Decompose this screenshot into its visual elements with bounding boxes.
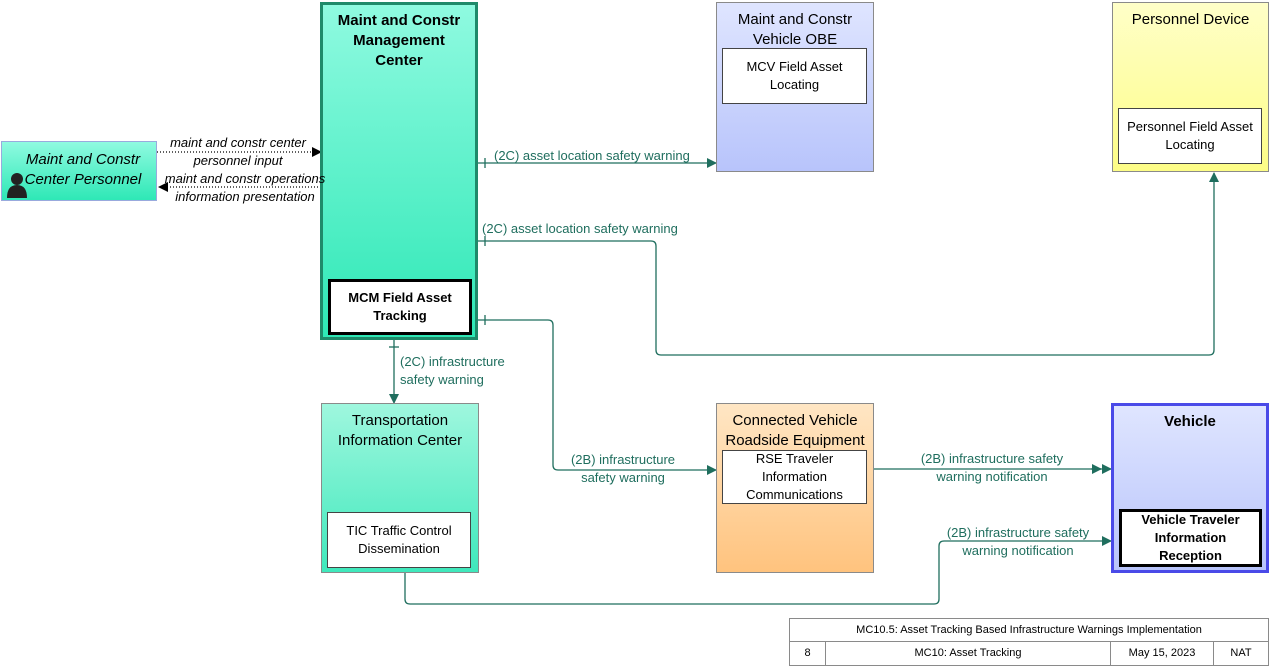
tic-title: Transportation Information Center	[337, 412, 463, 449]
tic-inner-box[interactable]: TIC Traffic Control Dissemination	[327, 512, 471, 568]
mcm-inner-box[interactable]: MCM Field Asset Tracking	[328, 279, 472, 335]
personnel-device-title: Personnel Device	[1131, 11, 1250, 28]
mcv-inner-box[interactable]: MCV Field Asset Locating	[722, 48, 867, 104]
flow-mcm-to-pd	[478, 172, 1219, 356]
vehicle-inner-box[interactable]: Vehicle Traveler Information Reception	[1119, 509, 1262, 567]
mcm-title: Maint and Constr Management Center	[337, 12, 461, 69]
footer-page: 8	[789, 641, 826, 666]
mcv-title: Maint and Constr Vehicle OBE	[737, 11, 853, 48]
rse-node[interactable]: Connected Vehicle Roadside Equipment RSE…	[716, 403, 874, 573]
flow-label-tic-warning: (2C) infrastructure safety warning	[400, 354, 505, 387]
flow-label-mcv-warning: (2C) asset location safety warning	[494, 148, 690, 163]
flow-label-personnel-input: maint and constr center personnel input	[170, 135, 306, 168]
flow-label-pd-warning: (2C) asset location safety warning	[482, 221, 678, 236]
footer-title: MC10.5: Asset Tracking Based Infrastruct…	[789, 618, 1269, 642]
vehicle-title: Vehicle	[1164, 413, 1216, 430]
center-personnel-node[interactable]: Maint and Constr Center Personnel	[1, 141, 157, 201]
center-personnel-title: Maint and Constr Center Personnel	[24, 151, 142, 188]
person-icon	[7, 173, 27, 198]
flow-tic-to-vehicle	[404, 536, 1112, 605]
flow-label-vehicle-notification-tic: (2B) infrastructure safety warning notif…	[946, 525, 1090, 558]
flow-mcm-to-rse	[478, 319, 717, 475]
personnel-device-inner-box[interactable]: Personnel Field Asset Locating	[1118, 108, 1262, 164]
vehicle-node[interactable]: Vehicle Vehicle Traveler Information Rec…	[1111, 403, 1269, 573]
footer-package: MC10: Asset Tracking	[825, 641, 1111, 666]
flow-label-vehicle-notification-rse: (2B) infrastructure safety warning notif…	[920, 451, 1064, 484]
rse-title: Connected Vehicle Roadside Equipment	[725, 412, 865, 449]
tic-node[interactable]: Transportation Information Center TIC Tr…	[321, 403, 479, 573]
flow-label-rse-warning: (2B) infrastructure safety warning	[570, 452, 676, 485]
footer-date: May 15, 2023	[1110, 641, 1214, 666]
mcv-node[interactable]: Maint and Constr Vehicle OBE MCV Field A…	[716, 2, 874, 172]
flow-label-operations-presentation: maint and constr operations information …	[164, 171, 326, 204]
personnel-device-node[interactable]: Personnel Device Personnel Field Asset L…	[1112, 2, 1269, 172]
footer-org: NAT	[1213, 641, 1269, 666]
rse-inner-box[interactable]: RSE Traveler Information Communications	[722, 450, 867, 504]
mcm-node[interactable]: Maint and Constr Management Center MCM F…	[320, 2, 478, 340]
